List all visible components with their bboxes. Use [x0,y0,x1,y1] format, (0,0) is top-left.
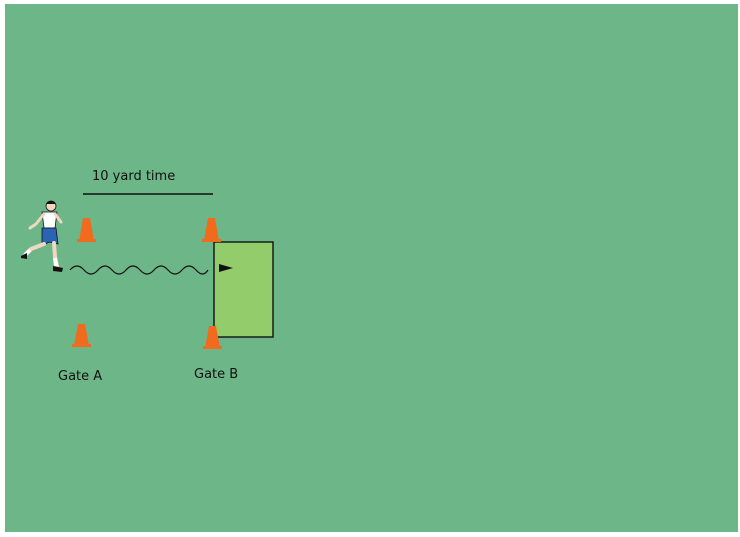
measure-label: 10 yard time [92,169,175,184]
finish-zone [214,242,273,337]
field [5,4,738,532]
gate-b-label: Gate B [194,367,238,382]
gate-a-label: Gate A [58,369,102,384]
